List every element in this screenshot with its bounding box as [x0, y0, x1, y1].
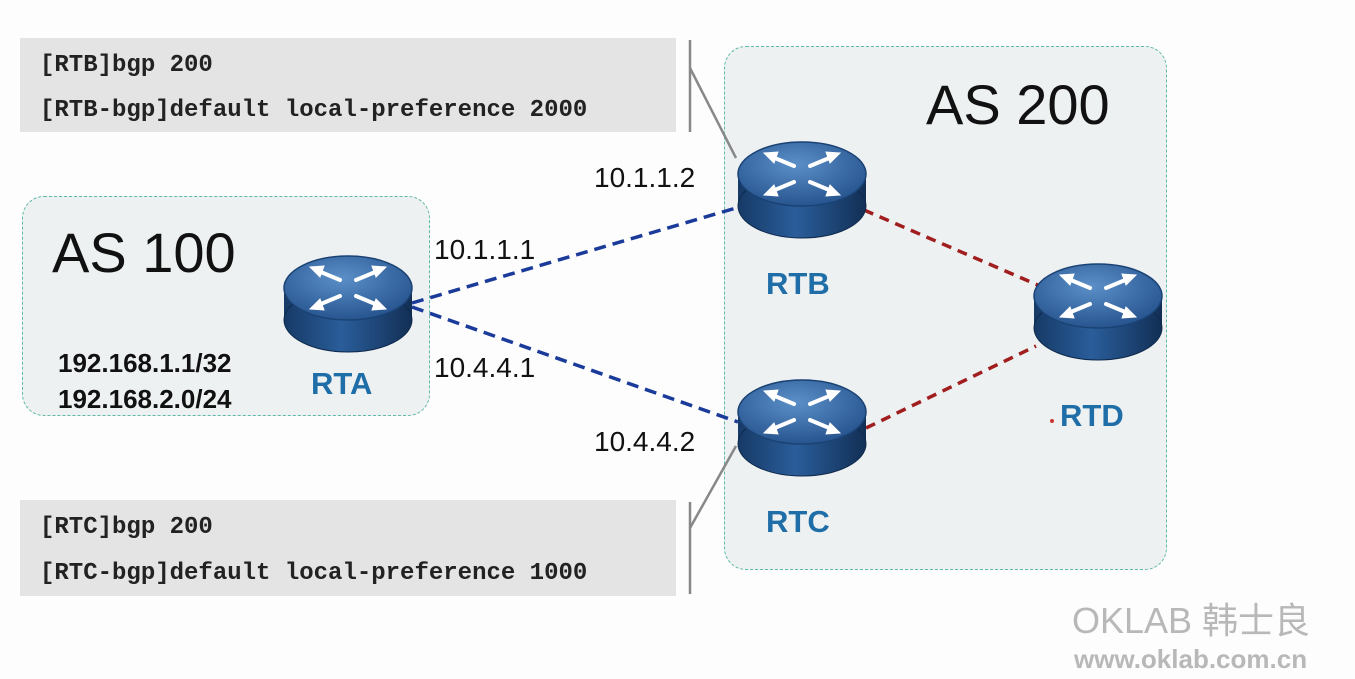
router-label-rta: RTA — [311, 366, 373, 401]
as200-title: AS 200 — [926, 73, 1110, 136]
router-rtd-icon — [1030, 258, 1166, 366]
router-rta-icon — [280, 250, 416, 358]
config-box-rtc — [20, 500, 676, 596]
link-rtb-rtd — [863, 208, 1041, 288]
watermark-brand: OKLAB 韩士良 — [1072, 600, 1311, 641]
config-rtc-line-1: [RTC]bgp 200 — [40, 514, 213, 541]
config-rtc-line-2: [RTC-bgp]default local-preference 1000 — [40, 560, 588, 587]
link-rta-rtc — [411, 305, 739, 424]
config-rtb-line-1: [RTB]bgp 200 — [40, 52, 213, 79]
router-label-rtc: RTC — [766, 504, 830, 539]
ip-rta-to-rtc: 10.4.4.1 — [434, 352, 536, 383]
as100-title: AS 100 — [52, 221, 236, 284]
prefix-2: 192.168.2.0/24 — [58, 384, 232, 414]
router-label-rtb: RTB — [766, 266, 830, 301]
callout-leader-rtc-diagonal — [688, 445, 738, 529]
ip-rta-to-rtb: 10.1.1.1 — [434, 234, 536, 265]
config-box-rtb — [20, 38, 676, 132]
ip-rtb-to-rta: 10.1.1.2 — [594, 162, 696, 193]
link-rtc-rtd — [865, 344, 1037, 430]
stray-dot — [1050, 419, 1054, 423]
ip-rtc-to-rta: 10.4.4.2 — [594, 426, 696, 457]
callout-leader-rtb-diagonal — [688, 67, 738, 159]
prefix-1: 192.168.1.1/32 — [58, 348, 232, 378]
config-rtb-line-2: [RTB-bgp]default local-preference 2000 — [40, 97, 588, 124]
router-rtc-icon — [734, 374, 870, 482]
watermark-url: www.oklab.com.cn — [1074, 644, 1308, 674]
router-label-rtd: RTD — [1060, 398, 1124, 433]
router-rtb-icon — [734, 136, 870, 244]
